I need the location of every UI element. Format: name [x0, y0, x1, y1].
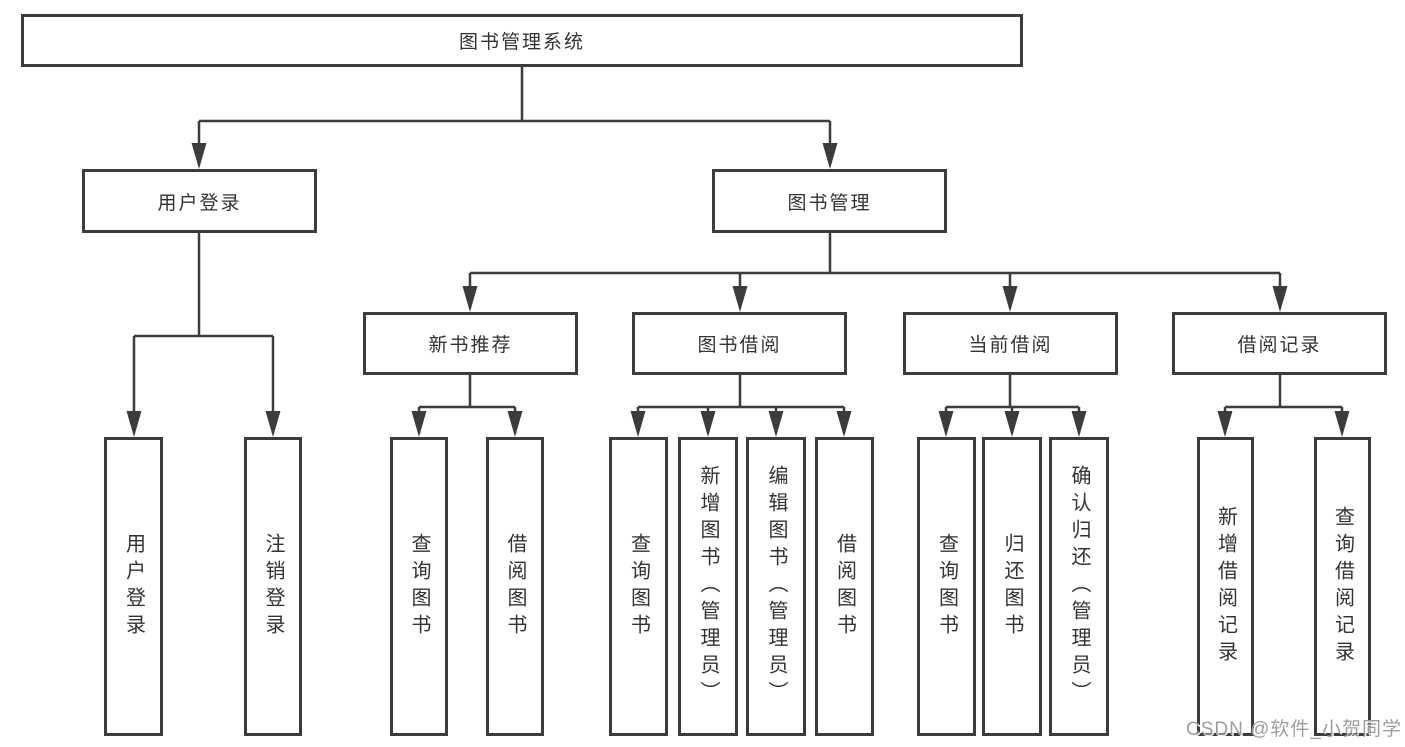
- arrowhead: [1004, 411, 1020, 437]
- connector-user-login: [134, 233, 273, 338]
- leaf-query-borrow-record: 查询借阅记录: [1314, 437, 1371, 736]
- node-label: 查询图书: [935, 532, 958, 641]
- leaf-borrow-books-1: 借阅图书: [486, 437, 544, 736]
- leaf-add-borrow-record: 新增借阅记录: [1197, 437, 1254, 736]
- connector-book-management: [470, 233, 1280, 275]
- node-label: 借阅记录: [1237, 335, 1322, 356]
- leaf-edit-book-admin: 编辑图书（管理员）: [746, 437, 806, 736]
- node-label: 查询图书: [627, 532, 650, 641]
- leaf-logout: 注销登录: [244, 437, 302, 736]
- connector-current-borrow: [946, 375, 1079, 409]
- leaf-add-book-admin: 新增图书（管理员）: [678, 437, 738, 736]
- leaf-user-login: 用户登录: [104, 437, 163, 736]
- connector-new-book: [419, 375, 515, 409]
- node-label: 新书推荐: [428, 335, 513, 356]
- arrowhead: [265, 411, 281, 437]
- node-label: 用户登录: [157, 192, 242, 214]
- node-label: 图书管理: [787, 192, 872, 214]
- arrowhead: [1002, 286, 1018, 312]
- arrowhead: [411, 411, 427, 437]
- leaf-query-books-3: 查询图书: [917, 437, 976, 736]
- node-book-borrow: 图书借阅: [632, 312, 847, 375]
- arrowhead: [1334, 411, 1350, 437]
- node-book-management: 图书管理: [712, 169, 947, 233]
- arrowhead: [938, 411, 954, 437]
- arrowhead: [630, 411, 646, 437]
- node-label: 查询借阅记录: [1331, 505, 1354, 668]
- watermark: CSDN @软件_小贺同学: [1186, 719, 1402, 740]
- node-borrow-records: 借阅记录: [1172, 312, 1387, 375]
- node-label: 查询图书: [408, 532, 430, 641]
- node-root: 图书管理系统: [21, 14, 1023, 67]
- leaf-return-book: 归还图书: [982, 437, 1042, 736]
- node-current-borrow: 当前借阅: [903, 312, 1118, 375]
- node-label: 图书借阅: [697, 335, 782, 356]
- node-label: 用户登录: [122, 532, 145, 641]
- node-label: 注销登录: [262, 532, 284, 641]
- arrowhead: [822, 143, 838, 169]
- arrowhead: [462, 286, 478, 312]
- node-new-book-recommend: 新书推荐: [363, 312, 578, 375]
- node-label: 归还图书: [1001, 532, 1023, 641]
- arrowhead: [836, 411, 852, 437]
- node-label: 新增借阅记录: [1214, 505, 1237, 668]
- arrowhead: [126, 411, 142, 437]
- connector-book-borrow: [638, 375, 844, 409]
- arrowhead: [700, 411, 716, 437]
- node-label: 当前借阅: [968, 335, 1053, 356]
- node-user-login: 用户登录: [82, 169, 317, 233]
- leaf-query-books-2: 查询图书: [609, 437, 668, 736]
- arrowhead: [1217, 411, 1233, 437]
- connector-borrow-records: [1225, 375, 1342, 409]
- arrowhead: [191, 143, 207, 169]
- arrowhead: [1272, 286, 1288, 312]
- node-label: 借阅图书: [504, 532, 526, 641]
- leaf-query-books-1: 查询图书: [390, 437, 448, 736]
- leaf-confirm-return-admin: 确认归还（管理员）: [1049, 437, 1109, 736]
- node-label: 新增图书（管理员）: [697, 465, 719, 708]
- connector-root: [199, 67, 830, 123]
- arrowhead: [732, 286, 748, 312]
- node-label: 借阅图书: [833, 532, 856, 641]
- arrow-stems: [132, 121, 1344, 433]
- leaf-borrow-books-2: 借阅图书: [815, 437, 874, 736]
- arrowhead: [1071, 411, 1087, 437]
- node-label: 确认归还（管理员）: [1068, 465, 1090, 708]
- arrowhead: [768, 411, 784, 437]
- arrowhead: [507, 411, 523, 437]
- node-label: 图书管理系统: [458, 32, 585, 53]
- node-label: 编辑图书（管理员）: [765, 465, 787, 708]
